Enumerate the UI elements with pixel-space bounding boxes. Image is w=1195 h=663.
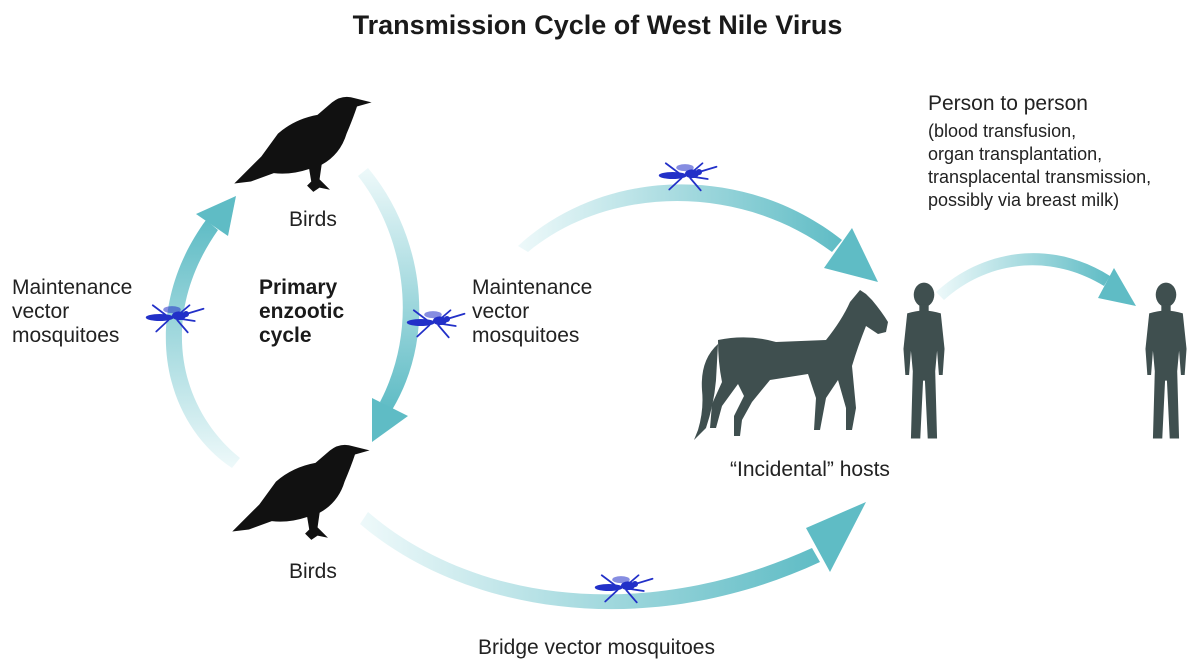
bird-top-icon: [234, 97, 371, 192]
label-person-to-person: Person to person: [928, 92, 1088, 116]
person-recipient-icon: [1145, 283, 1186, 439]
label-birds-bottom: Birds: [289, 560, 337, 584]
arrow-person-to-person: [936, 253, 1110, 300]
label-maintenance-vector-left: Maintenance vector mosquitoes: [12, 276, 132, 348]
arrow-to-hosts-top: [518, 184, 842, 252]
label-incidental-hosts: “Incidental” hosts: [730, 458, 890, 482]
person-incidental-icon: [903, 283, 944, 439]
bird-bottom-icon: [232, 445, 369, 540]
label-person-transmission-routes: (blood transfusion, organ transplantatio…: [928, 120, 1151, 212]
label-maintenance-vector-right: Maintenance vector mosquitoes: [472, 276, 592, 348]
label-birds-top: Birds: [289, 208, 337, 232]
horse-icon: [694, 290, 888, 440]
arrow-cycle-right: [358, 168, 419, 410]
label-primary-enzootic-cycle: Primary enzootic cycle: [259, 276, 344, 348]
label-bridge-vector-mosquitoes: Bridge vector mosquitoes: [478, 636, 715, 660]
diagram-title: Transmission Cycle of West Nile Virus: [0, 10, 1195, 41]
arrow-bridge: [360, 512, 820, 609]
arrow-cycle-left: [166, 220, 240, 468]
